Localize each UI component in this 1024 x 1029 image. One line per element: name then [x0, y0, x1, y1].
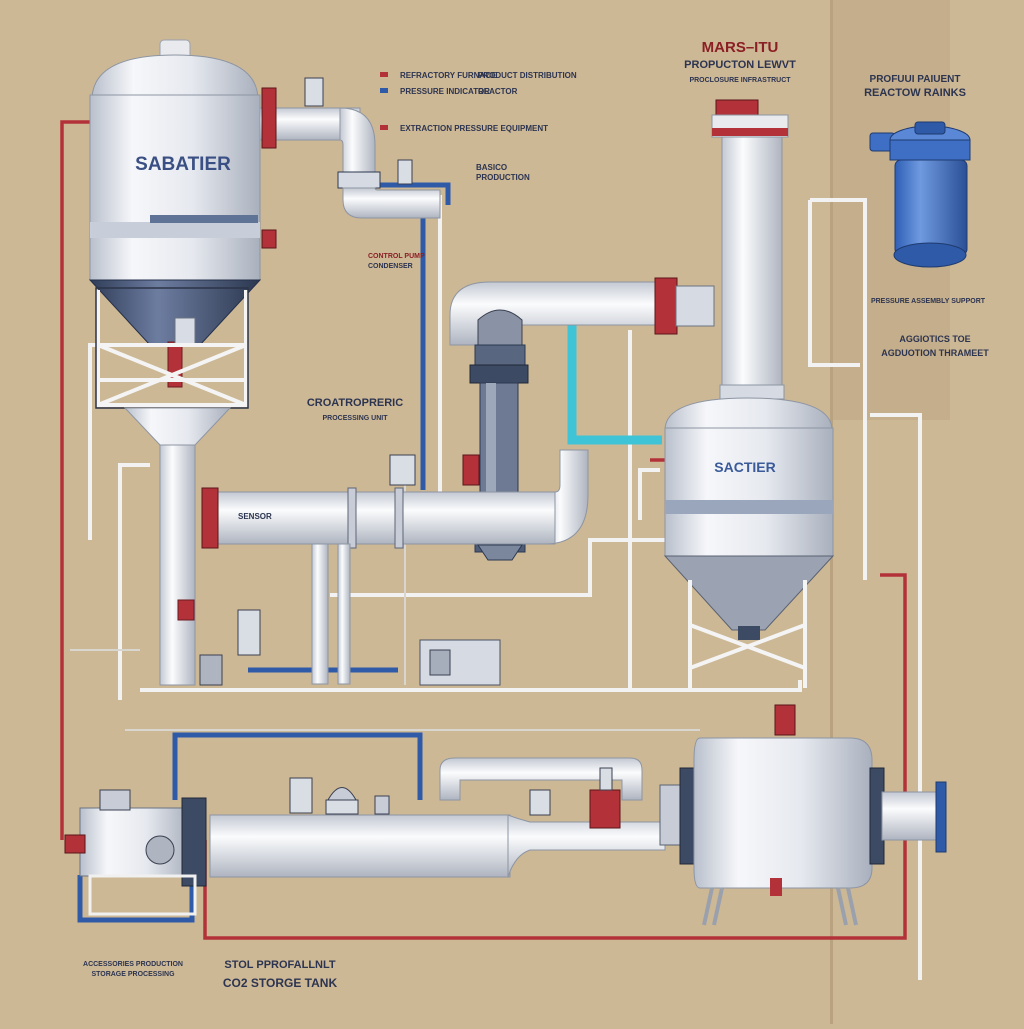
cryo-sub: PROCESSING UNIT — [323, 415, 389, 422]
bottom-title-1: STOL PPROFALLNLT — [224, 959, 336, 971]
title-line-1: MARS–ITU — [702, 39, 779, 56]
basic-label-1: BASICO — [476, 163, 507, 172]
bottom-valve-row[interactable] — [289, 767, 621, 829]
sabatier-support-frame — [96, 290, 248, 407]
legend-item-1b: PRODUCT DISTRIBUTION — [478, 71, 577, 80]
blue-reactor-tank[interactable] — [869, 121, 971, 268]
legend-item-3: EXTRACTION PRESSURE EQUIPMENT — [400, 124, 548, 133]
right-tower[interactable] — [711, 99, 789, 400]
co2-storage-tank[interactable] — [659, 737, 947, 896]
middle-main-pipe — [201, 449, 589, 549]
sactier-tank[interactable] — [663, 397, 835, 640]
bottom-left-machine[interactable] — [64, 789, 207, 916]
middle-pump-group[interactable] — [199, 454, 501, 686]
bottom-title-2: CO2 STORGE TANK — [223, 976, 338, 990]
column-red-sensor[interactable] — [177, 599, 195, 621]
sactier-support — [688, 580, 807, 688]
legend-item-1: REFRACTORY FURNACE — [400, 71, 497, 80]
side-note-3: AGDUOTION THRAMEET — [881, 348, 989, 358]
bottom-left-caption-1: ACCESSORIES PRODUCTION — [83, 961, 183, 968]
side-note-1: PRESSURE ASSEMBLY SUPPORT — [871, 298, 986, 305]
legend-item-2: PRESSURE INDICATOR — [400, 87, 490, 96]
legend-item-2b: REACTOR — [478, 87, 518, 96]
tank1-caption-2: CONDENSER — [368, 263, 413, 270]
sabatier-down-column — [159, 444, 196, 686]
basic-label-2: PRODUCTION — [476, 173, 530, 182]
top-elbow-pipe — [259, 107, 441, 219]
cryo-title: CROATROPRERIC — [307, 397, 403, 409]
lower-funnel — [123, 407, 232, 446]
sabatier-tank-label: SABATIER — [135, 154, 231, 175]
middle-pipe-label: SENSOR — [238, 512, 272, 521]
title-line-2: PROPUCTON LEWVT — [684, 59, 796, 71]
side-title-1: PROFUUI PAIUENT — [870, 74, 961, 85]
side-note-2: AGGIOTICS TOE — [899, 334, 970, 344]
title-sub: PROCLOSURE INFRASTRUCT — [689, 77, 791, 84]
co2-tank-legs — [702, 887, 858, 926]
tank1-caption-1: CONTROL PUMP — [368, 253, 425, 260]
legend-block: REFRACTORY FURNACE PRODUCT DISTRIBUTION … — [380, 71, 577, 133]
side-title-2: REACTOW RAINKS — [864, 87, 966, 99]
top-valve-cluster[interactable] — [261, 77, 413, 249]
sactier-tank-label: SACTIER — [714, 459, 775, 475]
middle-pipe-supports — [311, 543, 351, 685]
bottom-left-caption-2: STORAGE PROCESSING — [91, 971, 175, 978]
bottom-main-pipe — [209, 757, 666, 878]
cyan-pipe — [567, 282, 662, 445]
right-red-valve[interactable] — [774, 704, 796, 736]
sabatier-tank[interactable] — [88, 39, 262, 388]
